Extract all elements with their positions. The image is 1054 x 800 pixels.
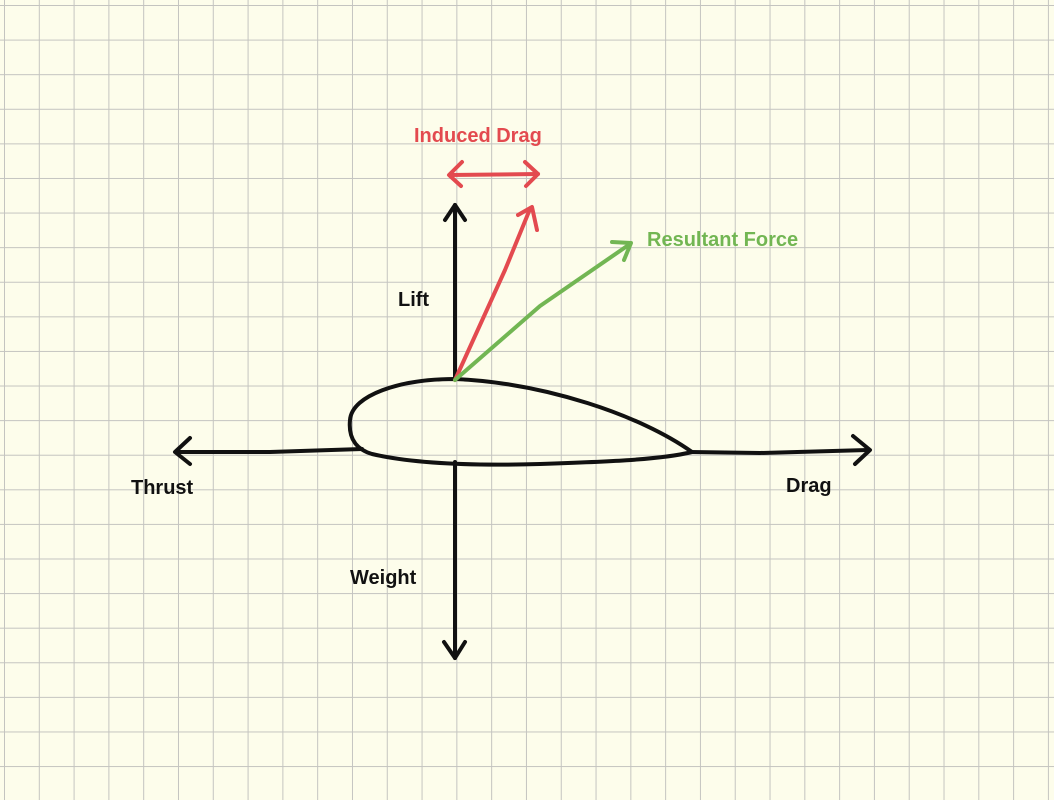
induced-drag-double-arrow-right-head — [523, 160, 540, 188]
drag-arrowhead — [851, 434, 872, 466]
induced-drag-double-arrow-left-head — [447, 160, 464, 188]
induced-drag-double-arrow-line — [448, 172, 540, 177]
weight-label: Weight — [350, 567, 417, 589]
weight-arrowhead — [442, 640, 467, 660]
drag-label: Drag — [786, 475, 832, 497]
lift-arrowhead — [443, 203, 467, 222]
thrust-label: Thrust — [131, 477, 194, 499]
induced-drag-vector-line — [453, 207, 532, 382]
resultant-force-vector-line — [453, 242, 632, 382]
airfoil-shape — [347, 377, 694, 467]
resultant-force-vector-arrowhead — [610, 240, 633, 262]
induced-drag-label: Induced Drag — [414, 125, 542, 147]
horizontal-axis-line — [174, 447, 870, 455]
lift-label: Lift — [398, 289, 430, 311]
resultant-force-label: Resultant Force — [647, 229, 799, 251]
induced-drag-vector-arrowhead — [516, 205, 539, 232]
thrust-arrowhead — [173, 436, 192, 466]
